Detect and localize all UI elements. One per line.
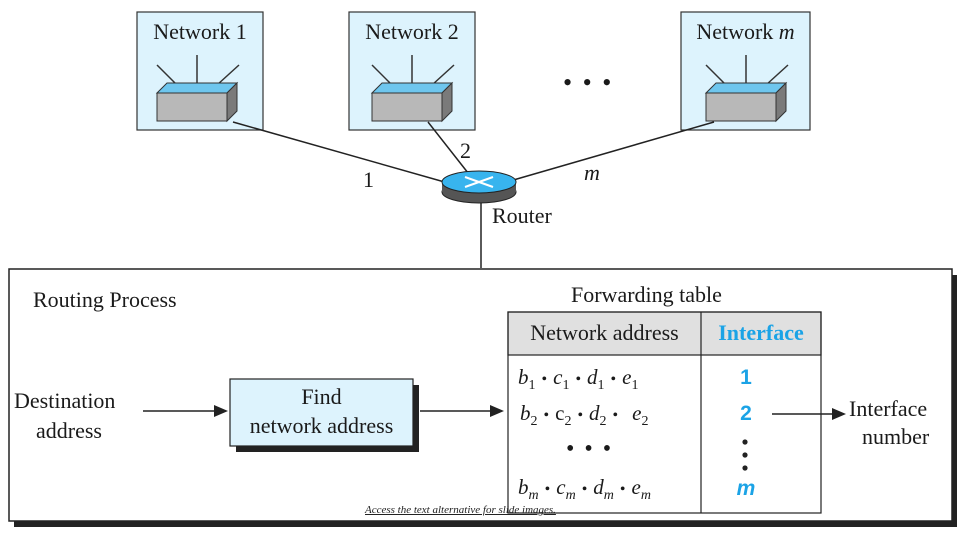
switch-icon: [155, 55, 240, 123]
table-row-interface: m: [736, 477, 756, 500]
network-2-label: Network 2: [365, 19, 459, 44]
row3-e: e: [631, 475, 641, 499]
link-m-label: m: [584, 160, 600, 185]
row3-d: d: [593, 475, 604, 499]
find-box-line1: Find: [301, 384, 342, 409]
row3-e-sub: m: [640, 488, 651, 503]
row2-d-sub: 2: [599, 414, 607, 429]
find-network-address-box: [229, 378, 414, 447]
networks-ellipsis: • • •: [563, 68, 614, 97]
table-row-interface: 2: [740, 402, 752, 425]
row1-e: e: [622, 365, 632, 389]
destination-label-line1: Destination: [14, 388, 116, 413]
network-m-label-var: m: [778, 19, 795, 44]
row3-b: b: [518, 475, 529, 499]
arrow-table-to-interface-number: [772, 408, 846, 420]
link-2-label: 2: [460, 138, 471, 163]
table-row-network-address: b2•c2•d2•e2: [520, 401, 649, 429]
row2-e-sub: 2: [641, 414, 649, 429]
routing-process-title: Routing Process: [33, 287, 177, 312]
find-box-line2: network address: [249, 413, 394, 438]
forwarding-table: [507, 311, 822, 514]
row3-c-sub: m: [565, 488, 576, 503]
arrow-destination-to-find: [143, 405, 228, 417]
column-header-interface: Interface: [718, 320, 804, 345]
routing-process-frame: [8, 268, 953, 522]
row1-d: d: [587, 365, 598, 389]
link-1-label: 1: [363, 167, 374, 192]
row2-c-sub: 2: [564, 414, 572, 429]
interface-number-label-line1: Interface: [849, 396, 928, 421]
link-2: [427, 121, 473, 179]
row1-d-sub: 1: [597, 378, 605, 393]
router-label: Router: [492, 203, 552, 228]
table-middle-dots: • • •: [566, 436, 614, 462]
switch-icon: [704, 55, 789, 123]
row1-c-sub: 1: [562, 378, 570, 393]
text-alternative-link[interactable]: Access the text alternative for slide im…: [365, 504, 556, 516]
row3-c: c: [556, 475, 566, 499]
column-header-network-address: Network address: [530, 320, 679, 345]
network-m-label-prefix: Network: [696, 19, 779, 44]
row3-b-sub: m: [528, 488, 539, 503]
row2-e: e: [632, 401, 642, 425]
switch-icon: [370, 55, 455, 123]
table-row-network-address: bm•cm•dm•em: [518, 475, 651, 503]
forwarding-table-caption: Forwarding table: [571, 282, 722, 307]
interface-number-label-line2: number: [862, 424, 930, 449]
table-row-interface: 1: [740, 366, 752, 389]
forwarding-table-header: [507, 311, 822, 356]
link-1: [232, 121, 449, 184]
router-icon: [441, 170, 517, 204]
interface-vertical-dots: [742, 439, 748, 471]
row3-d-sub: m: [603, 488, 614, 503]
row1-b-sub: 1: [528, 378, 536, 393]
network-1-label: Network 1: [153, 19, 247, 44]
row1-e-sub: 1: [631, 378, 639, 393]
table-row-network-address: b1•c1•d1•e1: [518, 365, 639, 393]
row2-c: c: [555, 401, 565, 425]
destination-label-line2: address: [36, 418, 102, 443]
row1-b: b: [518, 365, 529, 389]
row1-c: c: [553, 365, 563, 389]
network-m-label: Network m: [681, 19, 810, 45]
link-m: [502, 121, 715, 184]
arrow-find-to-table: [420, 405, 504, 417]
row2-d: d: [589, 401, 600, 425]
row2-b-sub: 2: [530, 414, 538, 429]
row2-b: b: [520, 401, 531, 425]
